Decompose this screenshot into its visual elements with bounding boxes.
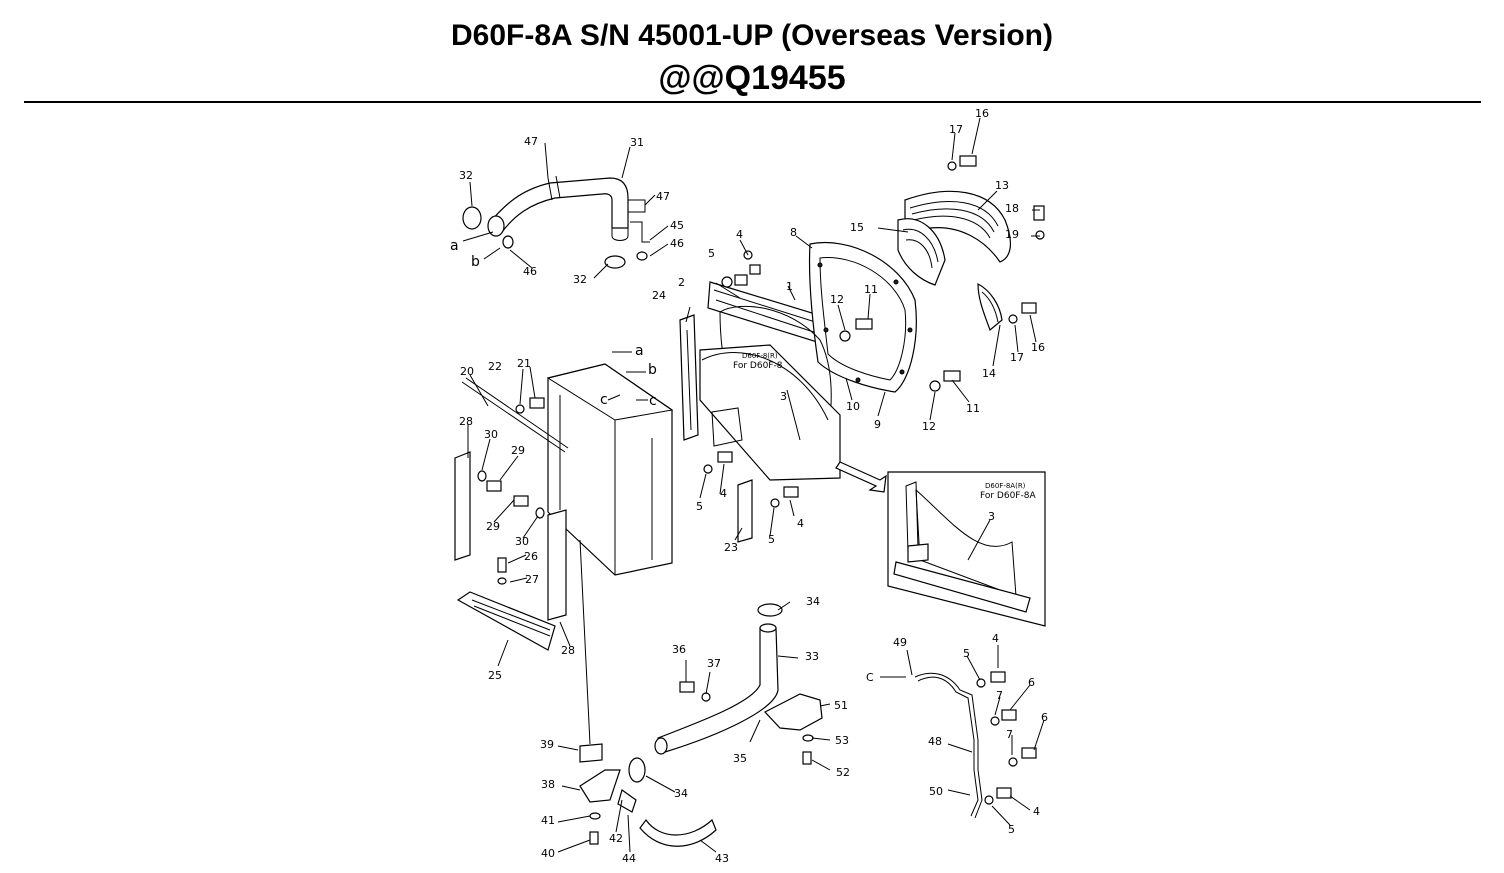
callout-2: 2 xyxy=(678,276,685,289)
callout-labels: 1 2 3 3 4 4 4 4 4 5 5 5 5 5 6 6 7 7 8 9 … xyxy=(450,107,1048,865)
callout-5c: 5 xyxy=(768,533,775,546)
callout-47b: 47 xyxy=(656,190,670,203)
callout-4b: 4 xyxy=(720,487,727,500)
callout-30b: 30 xyxy=(515,535,529,548)
inset-d60f-8a: D60F-8A(R) For D60F-8A xyxy=(887,471,1046,627)
brackets-group: D60F-8(R) For D60F-8 xyxy=(679,306,887,543)
shroud-group xyxy=(707,235,970,457)
callout-7b: 7 xyxy=(1006,728,1013,741)
callout-5a: 5 xyxy=(708,247,715,260)
callout-50: 50 xyxy=(929,785,943,798)
callout-34a: 34 xyxy=(806,595,820,608)
callout-53: 53 xyxy=(835,734,849,747)
ref-a-radiator: a xyxy=(635,343,644,359)
drain-tube-group xyxy=(880,645,1045,826)
callout-10: 10 xyxy=(846,400,860,413)
callout-4c: 4 xyxy=(797,517,804,530)
callout-22: 22 xyxy=(488,360,502,373)
callout-16b: 16 xyxy=(1031,341,1045,354)
callout-44: 44 xyxy=(622,852,636,865)
callout-21: 21 xyxy=(517,357,531,370)
page-title: D60F-8A S/N 45001-UP (Overseas Version) xyxy=(451,19,1053,52)
title-divider xyxy=(24,101,1481,103)
callout-51: 51 xyxy=(834,699,848,712)
callout-19: 19 xyxy=(1005,228,1019,241)
ref-c-right: c xyxy=(649,393,657,409)
ref-b-upper: b xyxy=(471,254,480,270)
callout-6b: 6 xyxy=(1041,711,1048,724)
callout-11b: 11 xyxy=(966,402,980,415)
callout-9: 9 xyxy=(874,418,881,431)
callout-4a: 4 xyxy=(736,228,743,241)
callout-29a: 29 xyxy=(511,444,525,457)
callout-11a: 11 xyxy=(864,283,878,296)
callout-30a: 30 xyxy=(484,428,498,441)
callout-17b: 17 xyxy=(1010,351,1024,364)
callout-14: 14 xyxy=(982,367,996,380)
callout-28b: 28 xyxy=(561,644,575,657)
callout-4d: 4 xyxy=(992,632,999,645)
callout-32a: 32 xyxy=(459,169,473,182)
callout-23: 23 xyxy=(724,541,738,554)
callout-16a: 16 xyxy=(975,107,989,120)
inset-d60f8-label: For D60F-8 xyxy=(733,361,783,371)
inset-d60f8a-code: D60F-8A(R) xyxy=(985,482,1026,490)
callout-25: 25 xyxy=(488,669,502,682)
callout-5b: 5 xyxy=(696,500,703,513)
callout-34b: 34 xyxy=(674,787,688,800)
callout-3-inset: 3 xyxy=(988,510,995,523)
callout-3: 3 xyxy=(780,390,787,403)
callout-4e: 4 xyxy=(1033,805,1040,818)
callout-46b: 46 xyxy=(670,237,684,250)
callout-18: 18 xyxy=(1005,202,1019,215)
ref-c-left: c xyxy=(600,392,608,408)
ref-b-radiator: b xyxy=(648,362,657,378)
callout-29b: 29 xyxy=(486,520,500,533)
callout-7a: 7 xyxy=(996,689,1003,702)
callout-38: 38 xyxy=(541,778,555,791)
callout-47a: 47 xyxy=(524,135,538,148)
callout-35: 35 xyxy=(733,752,747,765)
fan-guard-group xyxy=(877,117,1045,367)
callout-49: 49 xyxy=(893,636,907,649)
callout-26: 26 xyxy=(524,550,538,563)
callout-32b: 32 xyxy=(573,273,587,286)
callout-6a: 6 xyxy=(1028,676,1035,689)
callout-12b: 12 xyxy=(922,420,936,433)
callout-12a: 12 xyxy=(830,293,844,306)
callout-20: 20 xyxy=(460,365,474,378)
callout-42: 42 xyxy=(609,832,623,845)
callout-48: 48 xyxy=(928,735,942,748)
callout-31: 31 xyxy=(630,136,644,149)
radiator-group xyxy=(454,363,674,667)
callout-45: 45 xyxy=(670,219,684,232)
callout-1: 1 xyxy=(786,280,793,293)
callout-28a: 28 xyxy=(459,415,473,428)
callout-27: 27 xyxy=(525,573,539,586)
inset-d60f8-code: D60F-8(R) xyxy=(742,352,778,360)
ref-C-drain: C xyxy=(866,671,874,684)
callout-40: 40 xyxy=(541,847,555,860)
callout-5e: 5 xyxy=(1008,823,1015,836)
callout-46a: 46 xyxy=(523,265,537,278)
callout-24: 24 xyxy=(652,289,666,302)
callout-15: 15 xyxy=(850,221,864,234)
callout-13: 13 xyxy=(995,179,1009,192)
callout-8: 8 xyxy=(790,226,797,239)
callout-33: 33 xyxy=(805,650,819,663)
callout-37: 37 xyxy=(707,657,721,670)
callout-17a: 17 xyxy=(949,123,963,136)
callout-52: 52 xyxy=(836,766,850,779)
page-subtitle: @@Q19455 xyxy=(658,59,846,97)
callout-36: 36 xyxy=(672,643,686,656)
callout-43: 43 xyxy=(715,852,729,865)
lower-hose-group xyxy=(557,539,831,853)
inset-d60f8a-label: For D60F-8A xyxy=(980,491,1036,501)
ref-a-upper: a xyxy=(450,238,459,254)
upper-hose-group xyxy=(462,142,669,279)
callout-5d: 5 xyxy=(963,647,970,660)
callout-41: 41 xyxy=(541,814,555,827)
callout-39: 39 xyxy=(540,738,554,751)
